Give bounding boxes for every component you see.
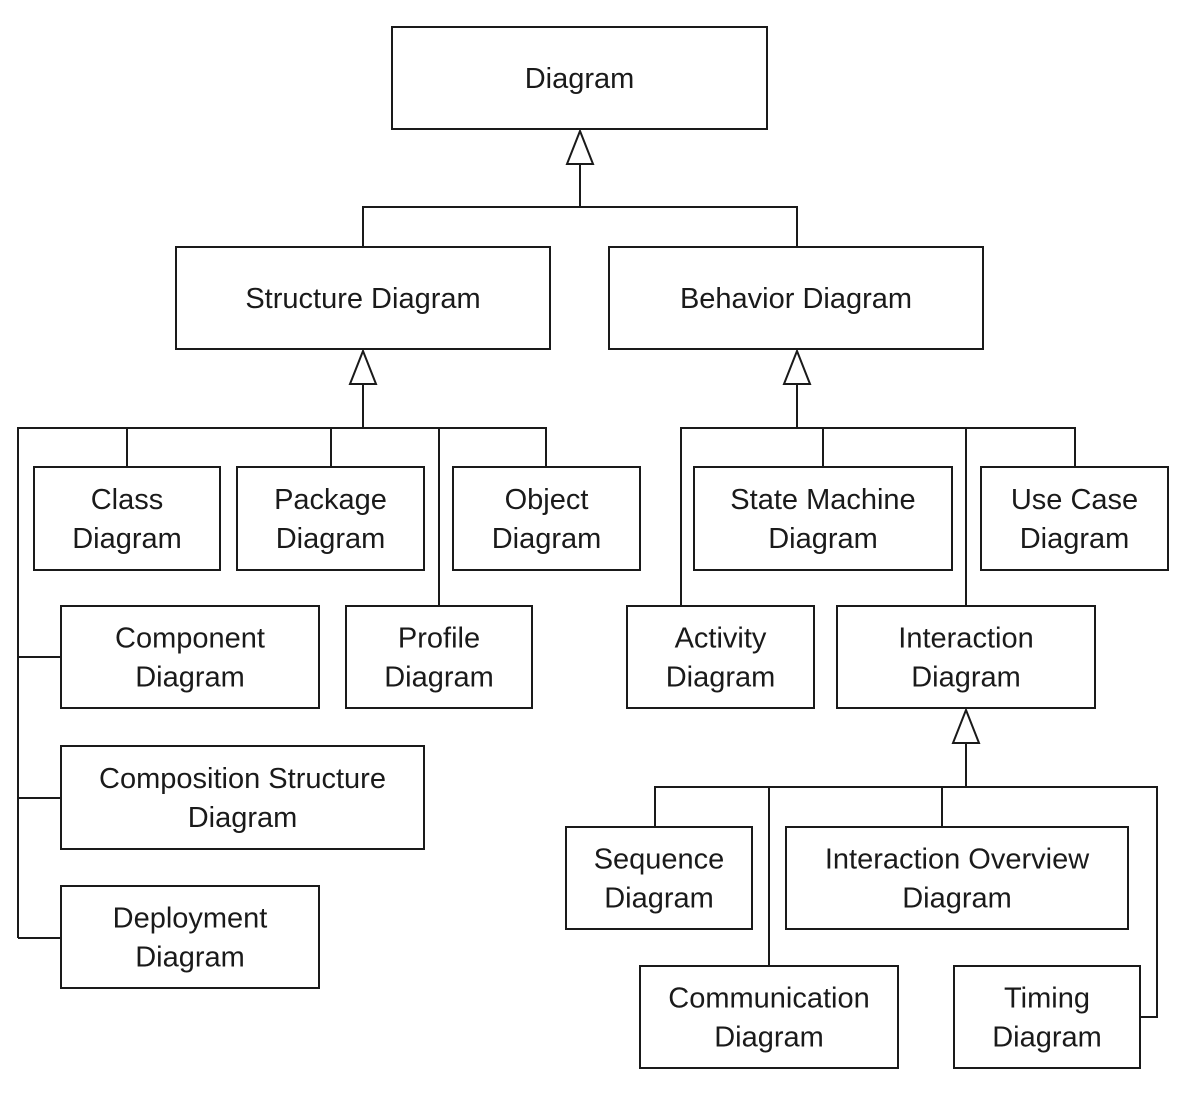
node-label: Diagram bbox=[666, 662, 776, 694]
node-label: Diagram bbox=[902, 883, 1012, 915]
node-box bbox=[639, 965, 899, 1069]
node-box bbox=[452, 466, 641, 571]
generalization-arrow-icon bbox=[348, 348, 378, 385]
node-label: Class bbox=[91, 484, 164, 516]
node-label: Structure Diagram bbox=[245, 283, 480, 315]
connector-line bbox=[17, 427, 547, 938]
node-label: Behavior Diagram bbox=[680, 283, 912, 315]
node-label: Diagram bbox=[911, 662, 1021, 694]
node-label: Component bbox=[115, 623, 265, 655]
node-label: Diagram bbox=[604, 883, 714, 915]
node-label: Diagram bbox=[188, 802, 298, 834]
node-label: Profile bbox=[398, 623, 480, 655]
generalization-arrow-icon bbox=[782, 348, 812, 385]
node-label: Diagram bbox=[768, 523, 878, 555]
node-label: Diagram bbox=[276, 523, 386, 555]
node-label: Diagram bbox=[72, 523, 182, 555]
node-label: State Machine bbox=[730, 484, 915, 516]
node-label: Diagram bbox=[135, 942, 245, 974]
node-box bbox=[565, 826, 753, 930]
node-diagram: Diagram bbox=[391, 26, 768, 130]
connectors bbox=[17, 128, 1158, 1018]
node-box bbox=[693, 466, 953, 571]
node-box bbox=[60, 885, 320, 989]
node-label: Diagram bbox=[384, 662, 494, 694]
connector-line bbox=[654, 786, 1158, 1018]
node-label: Diagram bbox=[992, 1022, 1102, 1054]
connector-line bbox=[362, 206, 798, 247]
node-box bbox=[980, 466, 1169, 571]
node-label: Sequence bbox=[594, 844, 725, 876]
node-box bbox=[236, 466, 425, 571]
node-box bbox=[608, 246, 984, 350]
node-label: Deployment bbox=[113, 903, 268, 935]
node-box bbox=[60, 745, 425, 850]
node-structure: Structure Diagram bbox=[175, 246, 551, 350]
generalization-arrow-icon bbox=[951, 707, 981, 744]
node-label: Timing bbox=[1004, 983, 1090, 1015]
node-box bbox=[391, 26, 768, 130]
generalization-arrow-icon bbox=[565, 128, 595, 165]
node-box bbox=[60, 605, 320, 709]
node-label: Activity bbox=[675, 623, 767, 655]
node-box bbox=[175, 246, 551, 350]
node-label: Use Case bbox=[1011, 484, 1138, 516]
node-box bbox=[345, 605, 533, 709]
node-label: Diagram bbox=[492, 523, 602, 555]
connector-line bbox=[680, 427, 1076, 606]
node-label: Diagram bbox=[525, 63, 635, 95]
node-label: Communication bbox=[668, 983, 869, 1015]
node-label: Interaction Overview bbox=[825, 844, 1090, 876]
node-label: Composition Structure bbox=[99, 763, 386, 795]
node-box bbox=[785, 826, 1129, 930]
node-label: Package bbox=[274, 484, 387, 516]
node-box bbox=[626, 605, 815, 709]
node-box bbox=[33, 466, 221, 571]
node-label: Diagram bbox=[714, 1022, 824, 1054]
node-label: Diagram bbox=[135, 662, 245, 694]
node-label: Object bbox=[505, 484, 589, 516]
node-label: Diagram bbox=[1020, 523, 1130, 555]
node-box bbox=[836, 605, 1096, 709]
node-behavior: Behavior Diagram bbox=[608, 246, 984, 350]
node-label: Interaction bbox=[898, 623, 1033, 655]
node-box bbox=[953, 965, 1141, 1069]
